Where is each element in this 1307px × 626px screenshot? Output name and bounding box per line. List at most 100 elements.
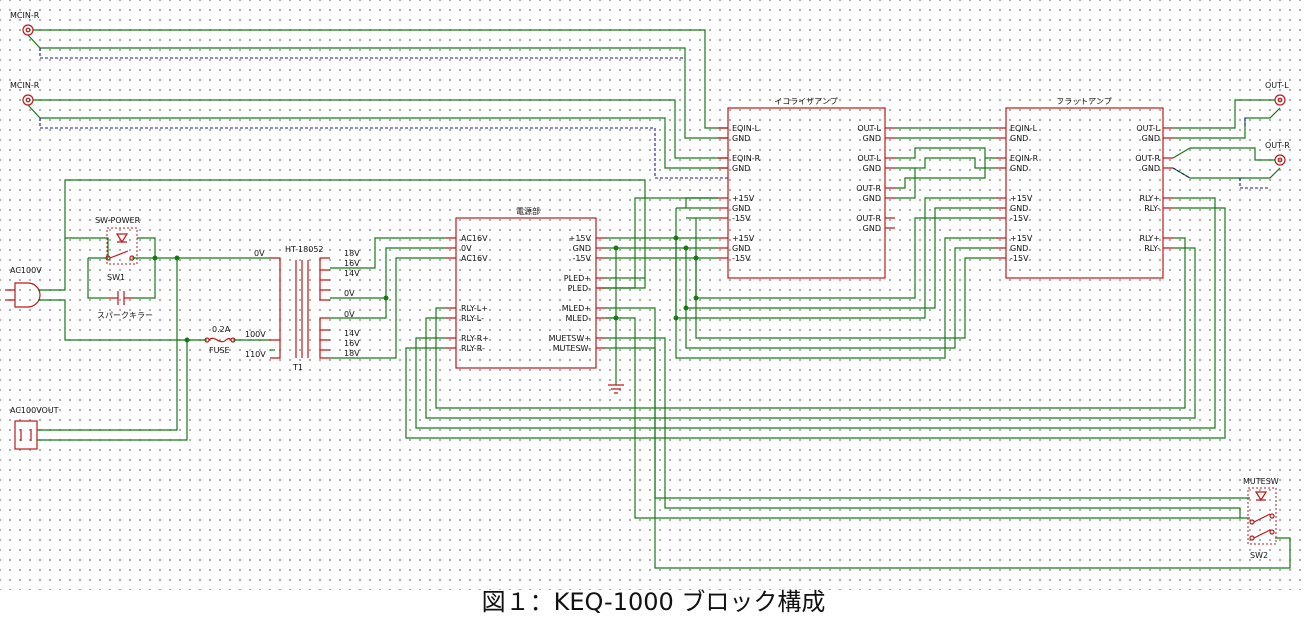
psu-pin-rly-l-minus: RLY-L- [461, 314, 484, 323]
eq-pin-out-r: OUT-R [856, 214, 881, 223]
mute-switch: MUTESW SW2 [1243, 477, 1279, 560]
psu-pin-muetsw-plus: MUETSW+ [549, 334, 591, 343]
ac-in-label: AC100V [10, 266, 42, 275]
transformer-ref: T1 [292, 363, 303, 372]
power-switch-ref: SW1 [107, 273, 125, 282]
secondary-tap: 16V [344, 339, 360, 348]
input-wires [27, 29, 728, 179]
psu-pin-0v: 0V [461, 244, 472, 253]
flat-pin-gnd: GND [1142, 164, 1160, 173]
input-2-label: MCIN-R [10, 81, 40, 90]
eq-pin-gnd: GND [863, 194, 881, 203]
flat-amp-title: フラットアンプ [1056, 97, 1111, 106]
secondary-tap: 14V [344, 329, 360, 338]
relay-wires [405, 197, 1226, 439]
transformer-model: HT-18052 [285, 245, 324, 254]
psu-pin-mled-plus: MLED+ [562, 304, 591, 313]
flat-pin-gnd: GND [1142, 134, 1160, 143]
input-jack-1: MCIN-R [10, 11, 40, 36]
psu-pin-pled-plus: PLED+ [564, 274, 591, 283]
flat-pin-gnd: GND [1010, 164, 1028, 173]
secondary-tap: 18V [344, 249, 360, 258]
flat-pin-eqin-l: EQIN-L [1010, 124, 1038, 133]
eq-pin-gnd: GND [863, 164, 881, 173]
psu-pin-m15v: -15V [572, 254, 591, 263]
flat-pin-p15v: +15V [1010, 194, 1033, 203]
secondary-tap: 14V [344, 269, 360, 278]
spark-killer-label: スパークキラー [97, 311, 153, 320]
flat-pin-rly-minus: RLY- [1144, 204, 1160, 213]
output-jack-l: OUT-L [1265, 81, 1289, 106]
ac-out-label: AC100VOUT [10, 406, 59, 415]
eq-pin-out-l: OUT-L [857, 154, 881, 163]
psu-pin-rly-r-minus: RLY-R- [461, 344, 485, 353]
eq-amp-title: イコライザアンプ [774, 97, 837, 106]
psu-pin-gnd: GND [573, 244, 591, 253]
eq-pin-eqin-l: EQIN-L [732, 124, 760, 133]
psu-pin-p15v: +15V [569, 234, 592, 243]
transformer: HT-18052 T1 0V 100V 110V 18V 16V 14V 0V … [245, 245, 360, 372]
psu-pin-rly-r-plus: RLY-R+ [461, 334, 489, 343]
psu-title: 電源部 [516, 206, 540, 216]
output-wires [1172, 99, 1281, 189]
psu-pin-pled-minus: PLED- [568, 284, 591, 293]
eq-pin-p15v: +15V [732, 194, 755, 203]
eq-pin-p15v: +15V [732, 234, 755, 243]
spark-killer: スパークキラー [97, 291, 153, 320]
flat-pin-p15v: +15V [1010, 234, 1033, 243]
transformer-to-psu-wires [330, 237, 446, 359]
mute-wires [606, 307, 1291, 569]
fuse-label: FUSE [209, 346, 230, 355]
output-l-label: OUT-L [1265, 81, 1289, 90]
power-wires [37, 179, 646, 441]
psu-block: 電源部 AC16V 0V AC16V RLY-L+ RLY-L- RLY-R+ … [446, 206, 606, 369]
fuse: 0.2A FUSE [204, 325, 236, 355]
flat-pin-eqin-r: EQIN-R [1010, 154, 1039, 163]
dot-grid [0, 0, 1307, 590]
flat-pin-rly-plus: RLY+ [1139, 234, 1160, 243]
primary-tap: 100V [245, 330, 266, 339]
power-switch-title: SW-POWER [95, 216, 141, 225]
output-r-label: OUT-R [1265, 141, 1290, 150]
output-jack-r: OUT-R [1265, 141, 1290, 166]
flat-amp-block: フラットアンプ EQIN-L GND EQIN-R GND +15V GND -… [996, 97, 1173, 279]
eq-pin-eqin-r: EQIN-R [732, 154, 761, 163]
psu-pin-mutesw-minus: MUTESW- [553, 344, 591, 353]
secondary-tap: 18V [344, 349, 360, 358]
ac-outlet: AC100VOUT [10, 406, 59, 450]
secondary-tap: 0V [344, 310, 355, 319]
eq-pin-m15v: -15V [732, 214, 751, 223]
flat-pin-gnd: GND [1010, 134, 1028, 143]
psu-pin-ac16v: AC16V [461, 234, 488, 243]
eq-to-flat-wires [895, 127, 996, 199]
flat-pin-m15v: -15V [1010, 214, 1029, 223]
psu-pin-rly-l-plus: RLY-L+ [461, 304, 488, 313]
eq-pin-gnd: GND [863, 134, 881, 143]
input-1-label: MCIN-R [10, 11, 40, 20]
input-jack-2: MCIN-R [10, 81, 40, 106]
eq-pin-gnd: GND [732, 134, 750, 143]
eq-pin-gnd: GND [732, 164, 750, 173]
primary-tap: 0V [254, 249, 265, 258]
secondary-tap: 16V [344, 259, 360, 268]
eq-pin-out-l: OUT-L [857, 124, 881, 133]
eq-pin-gnd: GND [863, 224, 881, 233]
flat-pin-gnd: GND [1010, 244, 1028, 253]
flat-pin-rly-minus: RLY- [1144, 244, 1160, 253]
flat-pin-out-l: OUT-L [1136, 124, 1160, 133]
flat-pin-rly-plus: RLY+ [1139, 194, 1160, 203]
power-switch: SW-POWER SW1 [95, 216, 141, 282]
primary-tap: 110V [245, 350, 266, 359]
eq-pin-out-r: OUT-R [856, 184, 881, 193]
psu-pin-ac16v: AC16V [461, 254, 488, 263]
eq-pin-gnd: GND [732, 244, 750, 253]
figure-caption: 図１：KEQ-1000 ブロック構成 [481, 588, 826, 616]
mute-switch-title: MUTESW [1243, 477, 1279, 486]
schematic-drawing: MCIN-R MCIN-R イコライザアンプ EQIN-L GND EQIN-R… [5, 11, 1291, 569]
eq-pin-m15v: -15V [732, 254, 751, 263]
secondary-tap: 0V [344, 289, 355, 298]
eq-amp-block: イコライザアンプ EQIN-L GND EQIN-R GND +15V GND … [718, 97, 895, 279]
fuse-rating: 0.2A [212, 325, 231, 334]
eq-pin-gnd: GND [732, 204, 750, 213]
